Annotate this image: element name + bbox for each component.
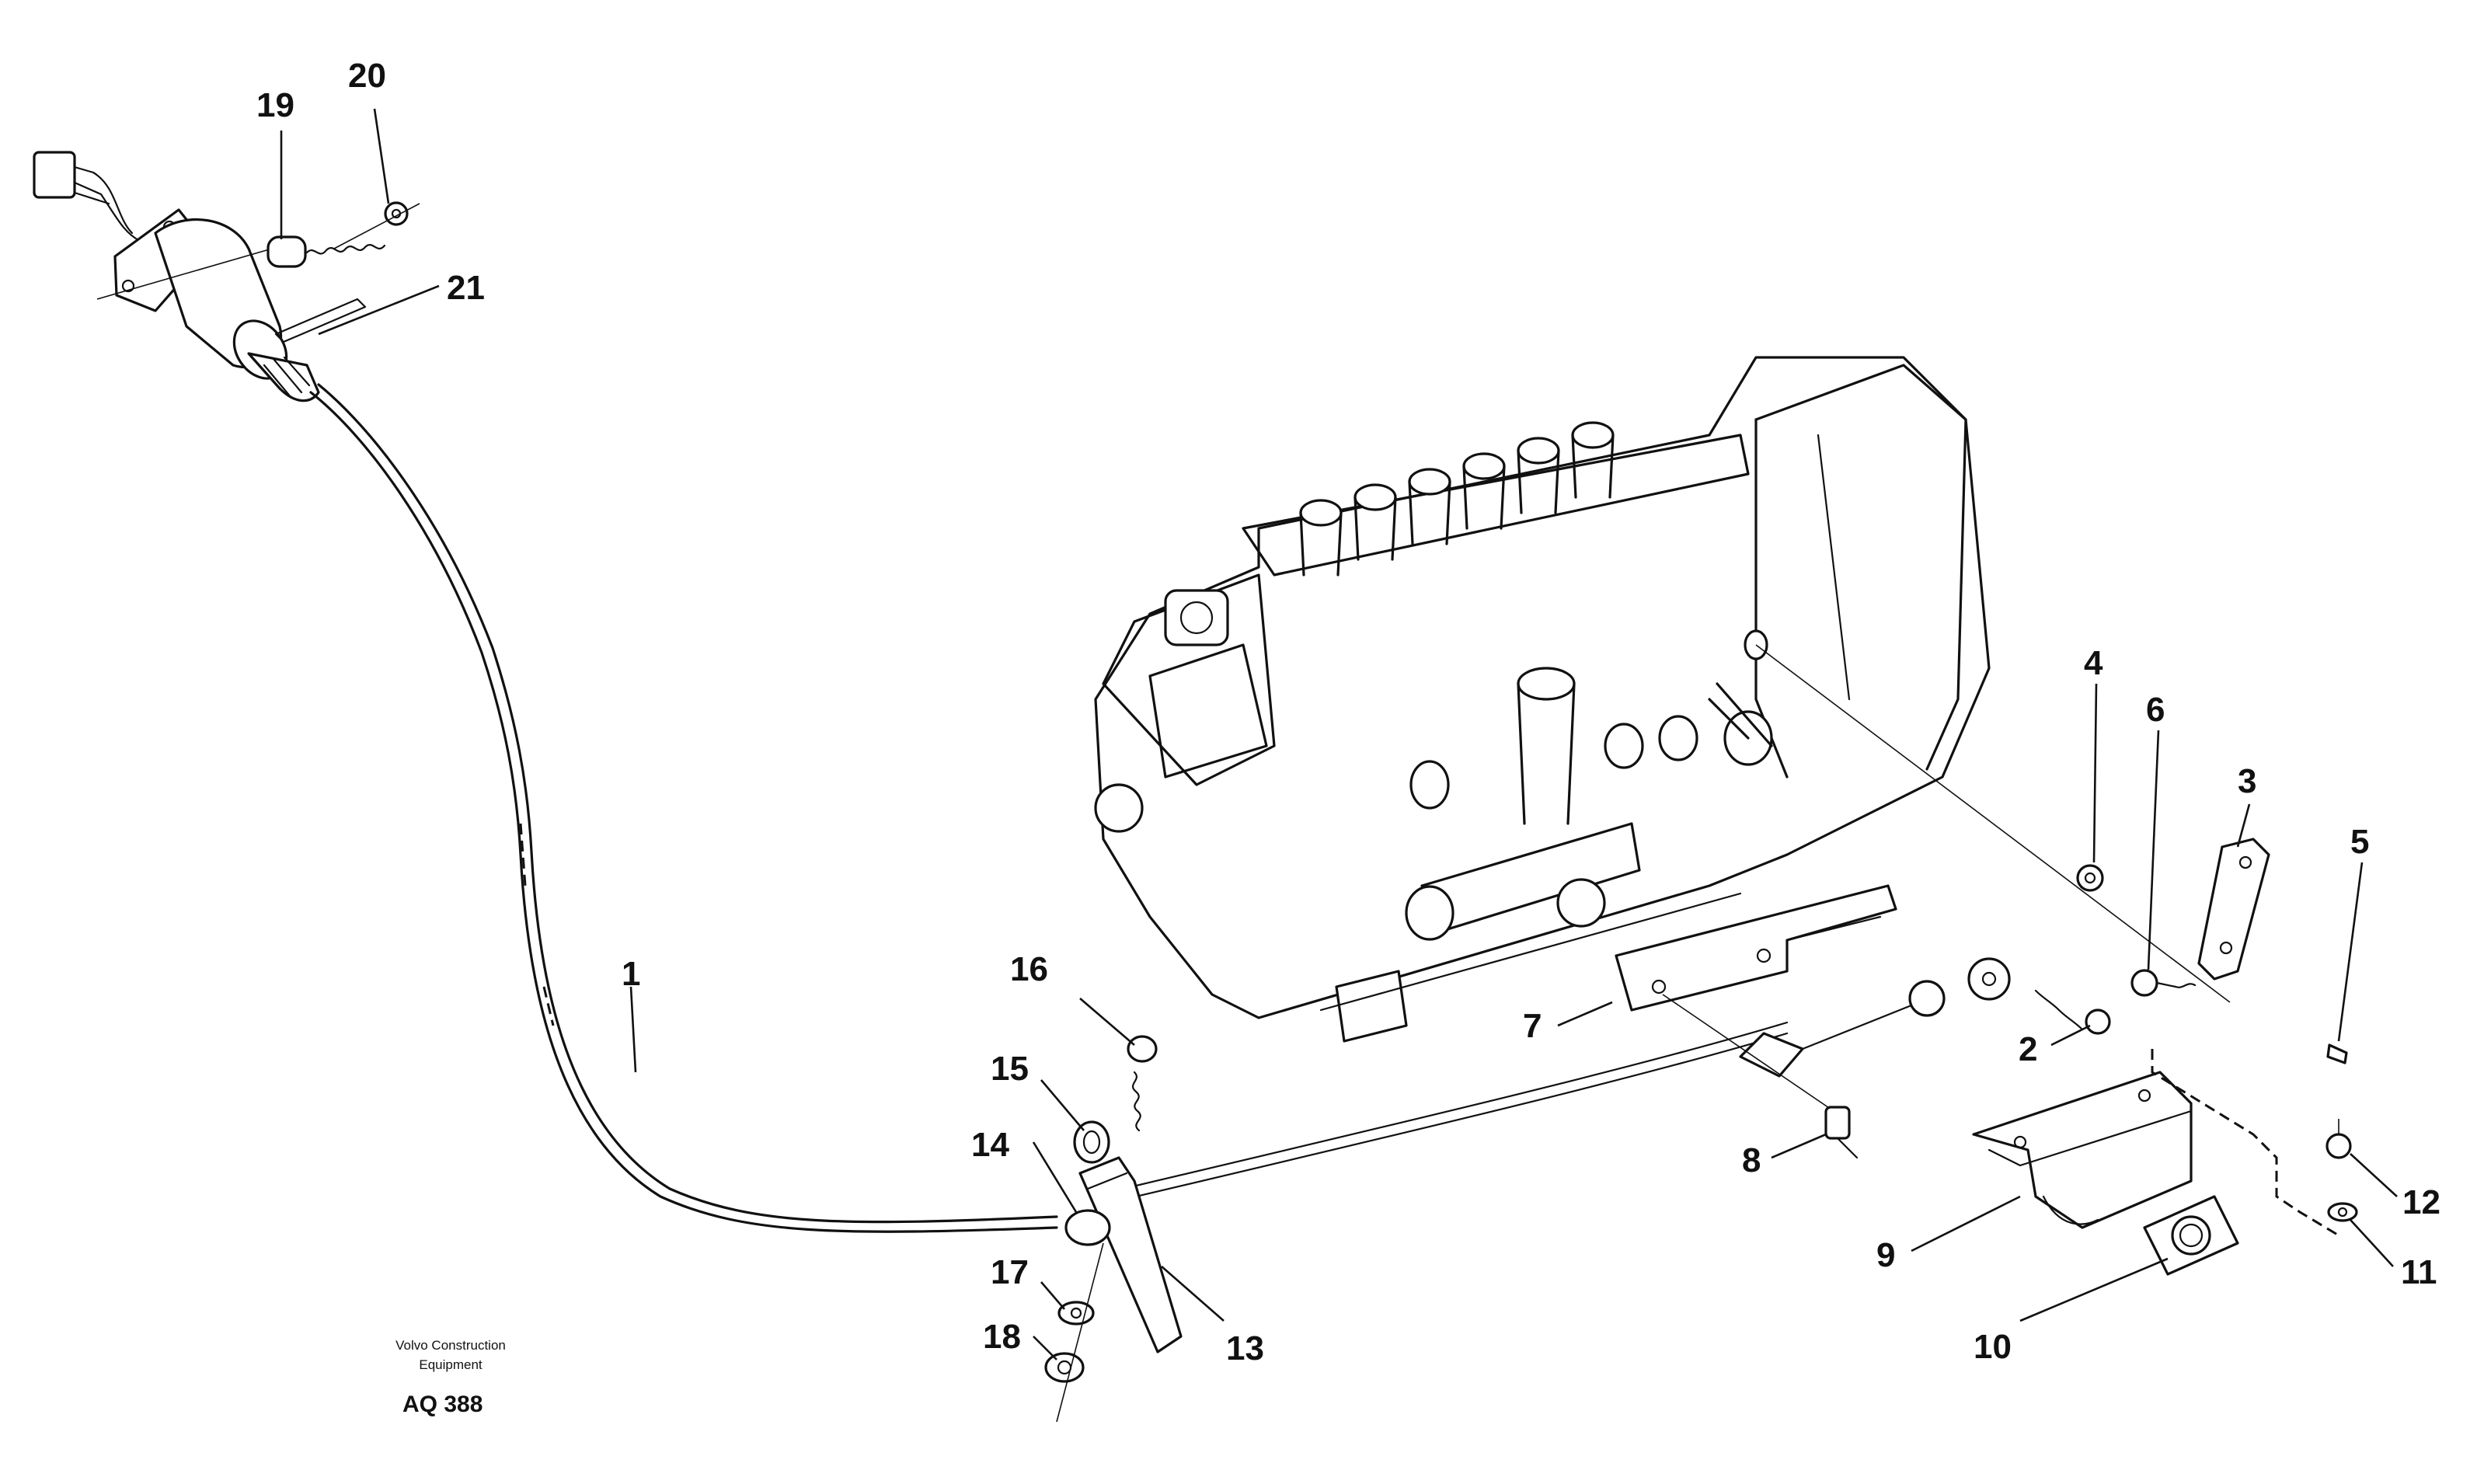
credit-line-1: Volvo Construction — [395, 1338, 506, 1353]
injection-pump — [1094, 356, 1991, 1043]
callout-21: 21 — [447, 269, 485, 307]
clamp-14-15 — [1064, 1120, 1111, 1246]
callout-17: 17 — [991, 1253, 1029, 1291]
callout-9: 9 — [1876, 1236, 1895, 1274]
callout-15: 15 — [991, 1050, 1029, 1088]
screw-16 — [1127, 1035, 1158, 1132]
callout-20: 20 — [348, 57, 386, 95]
drawing-code: AQ 388 — [402, 1392, 483, 1417]
washer-11 — [2327, 1202, 2358, 1222]
callout-14: 14 — [971, 1126, 1009, 1164]
bolt-axis — [1056, 1242, 1104, 1423]
bracket-13 — [1078, 1156, 1183, 1353]
bracket-7 — [1615, 884, 1897, 1012]
callout-1: 1 — [622, 955, 640, 993]
callout-8: 8 — [1742, 1141, 1761, 1179]
nut-12 — [2325, 1119, 2352, 1159]
callout-5: 5 — [2350, 823, 2369, 861]
callout-6: 6 — [2146, 691, 2165, 729]
callout-13: 13 — [1226, 1329, 1264, 1367]
callout-16: 16 — [1010, 950, 1048, 988]
callout-18: 18 — [983, 1318, 1021, 1356]
screw-2 — [2034, 989, 2111, 1035]
bolt-8 — [1824, 1106, 1859, 1159]
stop-cable — [309, 383, 1789, 1233]
credit-block: Volvo Construction Equipment AQ 388 — [395, 1338, 506, 1417]
dash-path — [2151, 1049, 2339, 1237]
callout-12: 12 — [2402, 1183, 2440, 1221]
stop-solenoid — [33, 151, 367, 402]
washer-17 — [1057, 1301, 1095, 1325]
credit-line-2: Equipment — [419, 1357, 483, 1372]
callout-7: 7 — [1523, 1007, 1542, 1045]
callout-labels: 1 2 3 4 5 6 7 8 9 10 11 12 13 14 15 16 1… — [256, 57, 2440, 1367]
callout-19: 19 — [256, 86, 294, 124]
plate-10 — [2143, 1195, 2239, 1276]
spring-pin-19-20 — [267, 201, 420, 268]
nut-18 — [1044, 1352, 1085, 1383]
bolt-6 — [2130, 969, 2197, 997]
callout-11: 11 — [2401, 1253, 2437, 1291]
callout-2: 2 — [2019, 1030, 2037, 1068]
pin-5 — [2326, 1043, 2348, 1064]
callout-3: 3 — [2238, 762, 2256, 800]
lever-axis — [1755, 644, 2231, 1003]
lever-3 — [2197, 838, 2270, 981]
cover-9 — [1972, 1071, 2193, 1229]
washer-4 — [2076, 864, 2104, 892]
callout-4: 4 — [2084, 644, 2103, 682]
callout-10: 10 — [1974, 1328, 2012, 1366]
cable-end-fittings — [1662, 957, 2011, 1112]
leader-lines — [280, 108, 2398, 1360]
delivery-valves — [1299, 421, 1615, 577]
